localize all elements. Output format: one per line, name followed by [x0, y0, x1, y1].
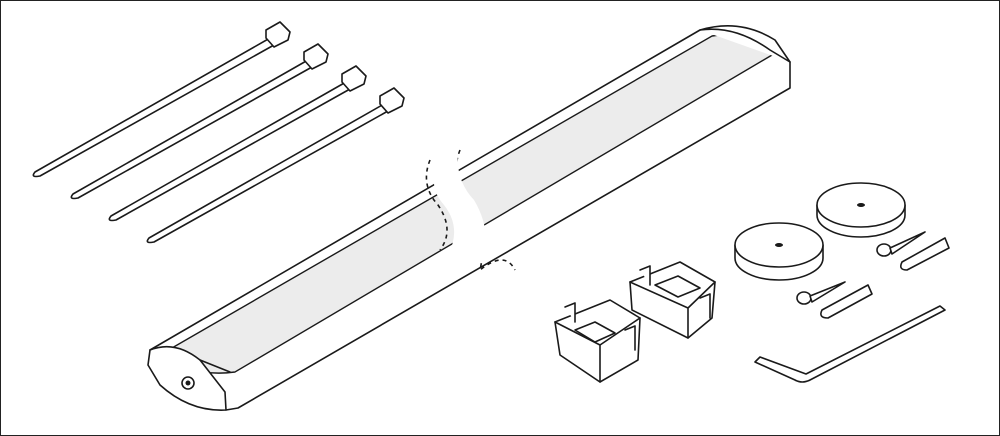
mounting-disc — [734, 222, 824, 281]
light-fixture — [147, 24, 791, 411]
wall-plug — [820, 284, 873, 319]
cable-tie — [32, 21, 291, 178]
wall-bracket — [629, 261, 716, 339]
hex-key — [754, 305, 946, 383]
cable-tie — [146, 87, 405, 244]
cable-tie — [70, 43, 329, 200]
cable-ties — [32, 21, 405, 244]
screw — [876, 231, 926, 257]
cable-tie — [108, 65, 367, 222]
wall-bracket — [554, 299, 641, 383]
wall-plug — [900, 237, 950, 271]
mounting-disc — [816, 182, 906, 238]
screw — [796, 281, 846, 305]
